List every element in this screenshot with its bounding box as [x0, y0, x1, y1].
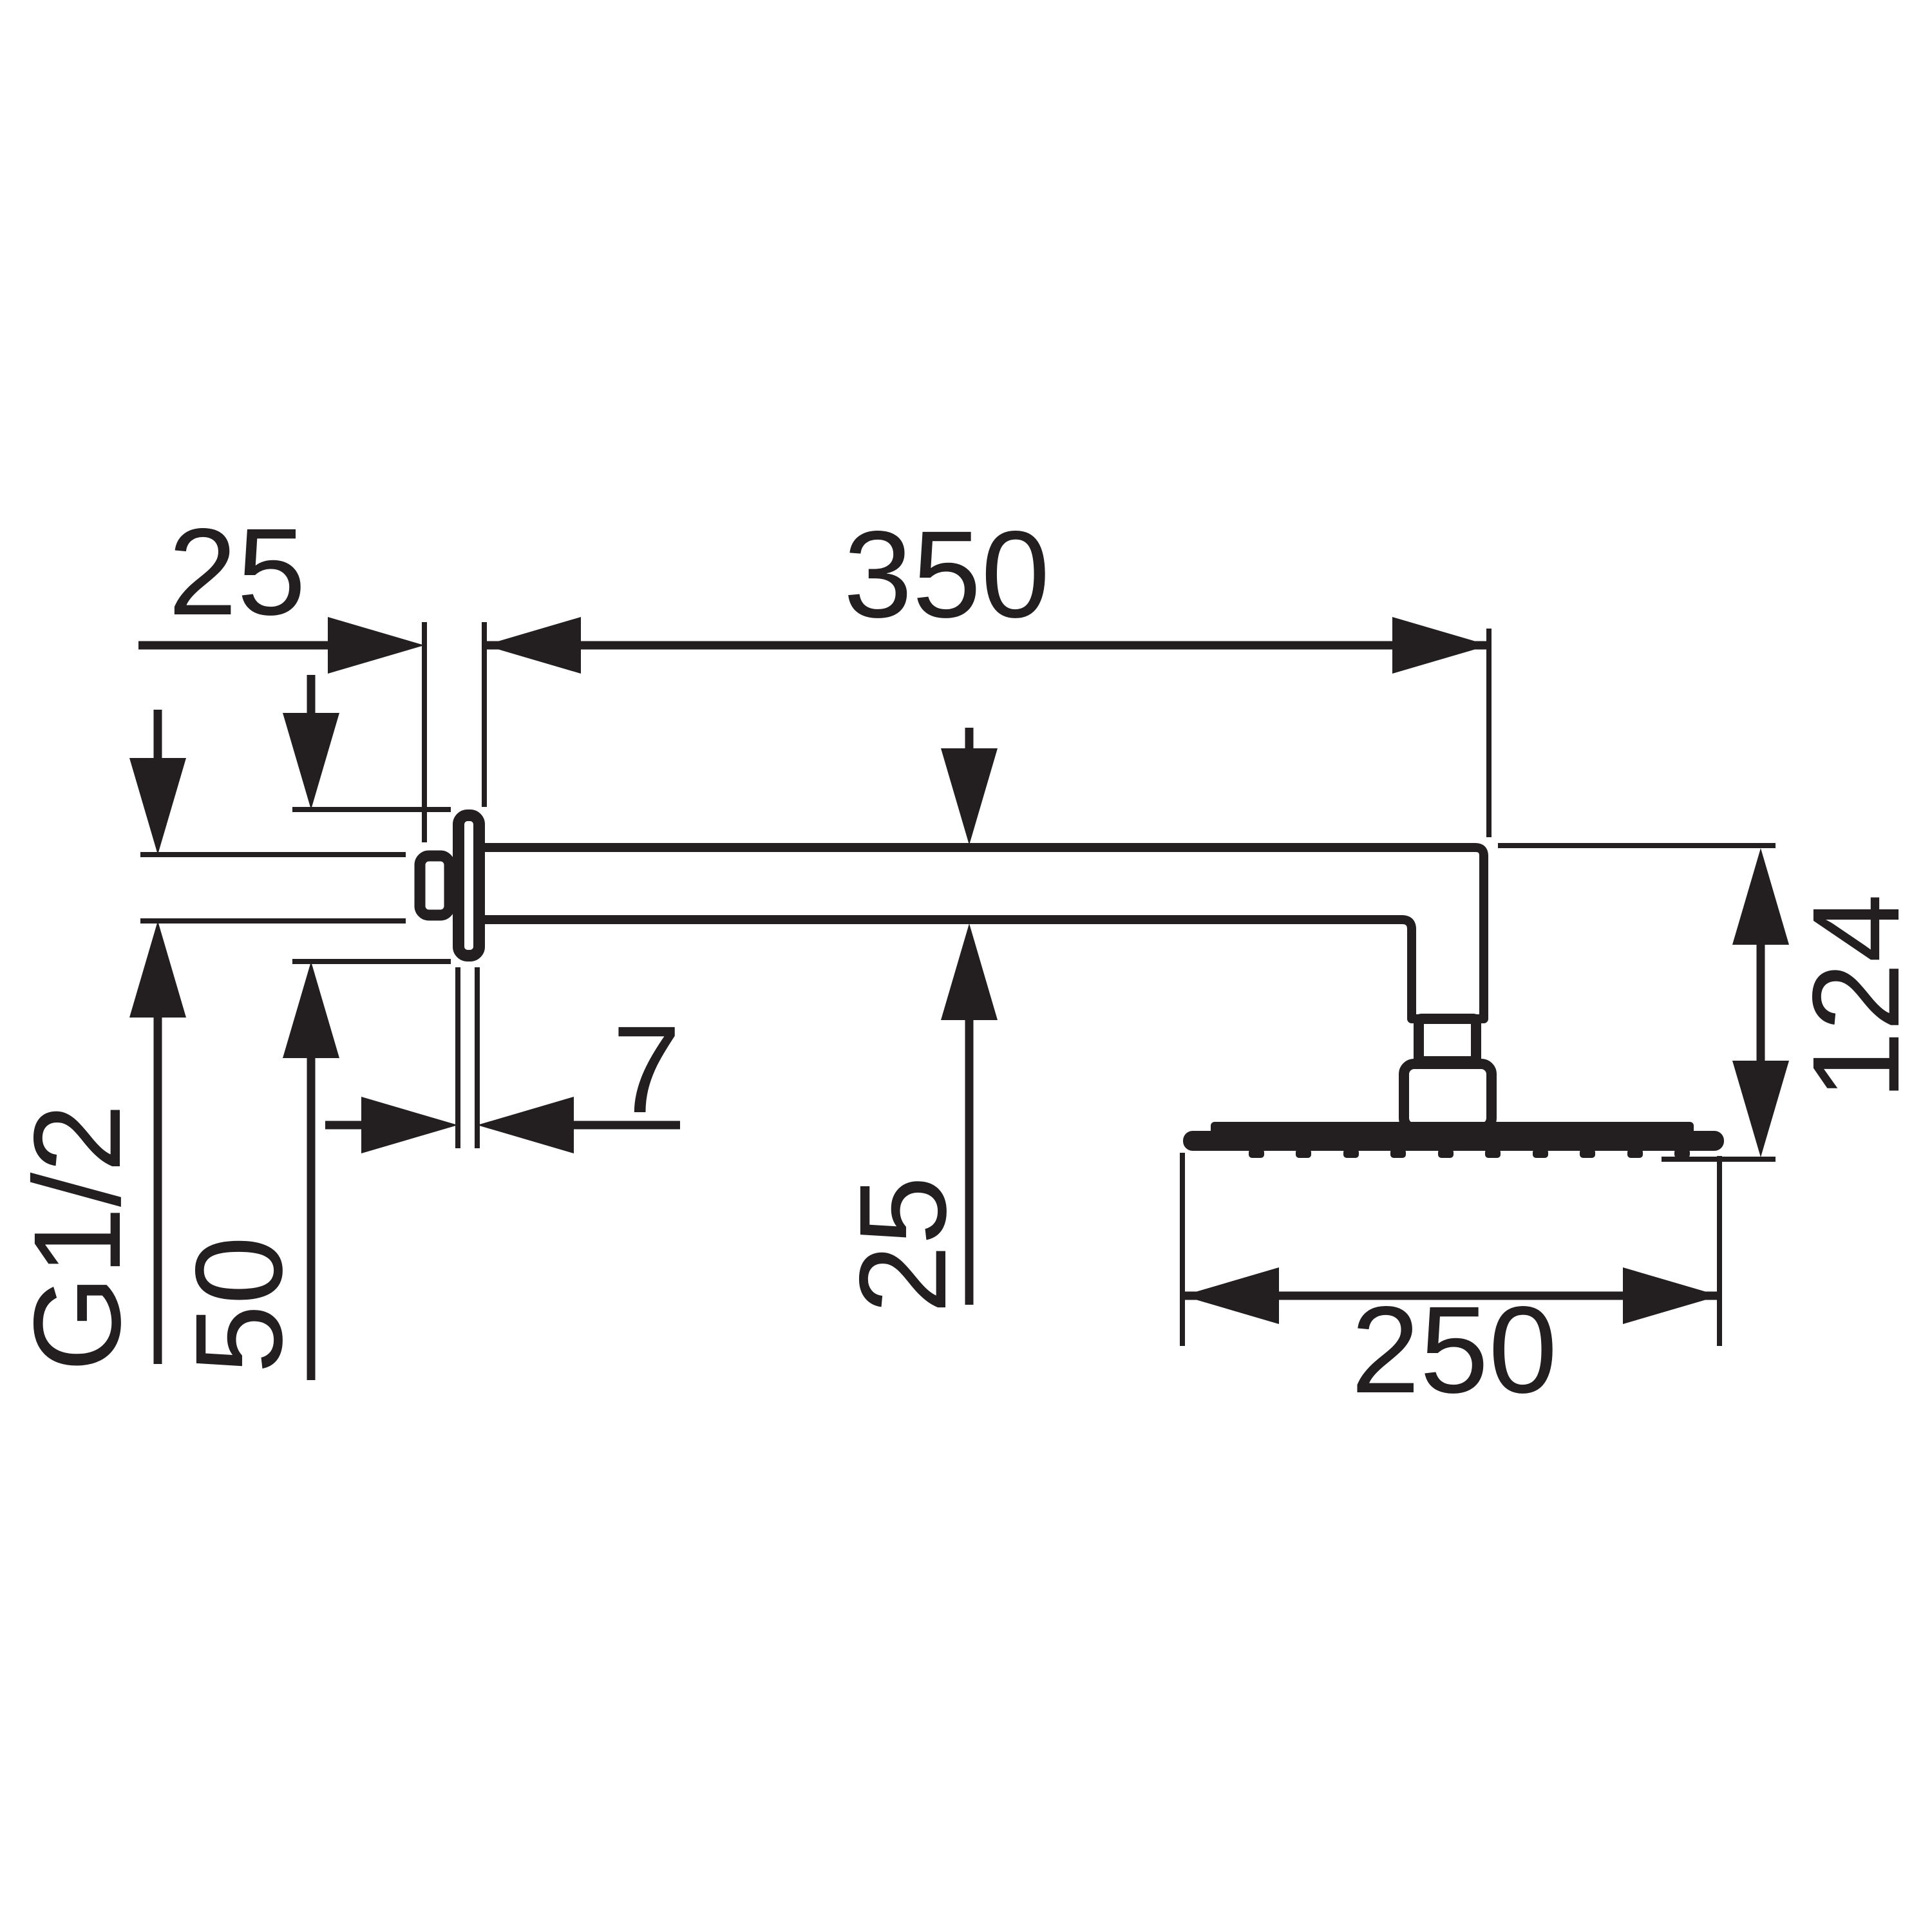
arrowhead-right-icon: [1623, 1267, 1719, 1324]
nozzle: [1580, 1149, 1595, 1158]
arrowhead-up-icon: [1732, 848, 1789, 945]
arrowhead-up-icon: [941, 923, 998, 1020]
nozzle: [1296, 1149, 1311, 1158]
arrowhead-right-icon: [361, 1097, 458, 1153]
dim-arm-length: 350: [484, 505, 1492, 837]
nozzle: [1627, 1149, 1643, 1158]
arrowhead-left-icon: [477, 1097, 574, 1153]
dim-label-flange-thickness: 7: [612, 1000, 681, 1139]
arrowhead-down-icon: [283, 713, 339, 810]
arrowhead-down-icon: [129, 758, 186, 855]
arrowhead-right-icon: [328, 617, 424, 674]
nozzle-row: [1249, 1149, 1690, 1158]
dim-flange-thickness: 7: [325, 967, 681, 1153]
nozzle: [1533, 1149, 1548, 1158]
arrowhead-down-icon: [941, 748, 998, 845]
dim-arm-thickness: 25: [833, 728, 998, 1314]
connector-nut: [1414, 1014, 1481, 1066]
shower-head-plate: [1183, 1131, 1724, 1151]
dim-label-drop-height: 124: [1786, 894, 1925, 1100]
dim-label-arm-length: 350: [844, 505, 1050, 643]
dim-label-wall-offset: 25: [168, 502, 306, 641]
dim-label-head-width: 250: [1351, 1280, 1557, 1419]
arrowhead-right-icon: [1392, 617, 1489, 674]
dim-wall-offset: 25: [138, 502, 487, 842]
dim-label-arm-thickness: 25: [833, 1176, 972, 1314]
nozzle: [1674, 1149, 1690, 1158]
nozzle: [1249, 1149, 1264, 1158]
shower-arm-assembly: [414, 810, 1724, 1158]
arrowhead-down-icon: [1732, 1061, 1789, 1157]
dim-thread: G1/2: [8, 710, 406, 1372]
wall-flange: [453, 810, 485, 961]
swivel-housing: [1399, 1059, 1497, 1133]
nozzle: [1390, 1149, 1406, 1158]
dim-flange-height: 50: [169, 675, 451, 1380]
dim-label-thread: G1/2: [8, 1104, 146, 1372]
dim-label-flange-height: 50: [169, 1236, 308, 1374]
nozzle: [1438, 1149, 1454, 1158]
arrowhead-left-icon: [1182, 1267, 1279, 1324]
dim-head-width: 250: [1180, 1153, 1722, 1419]
nozzle: [1343, 1149, 1359, 1158]
nozzle: [1485, 1149, 1501, 1158]
arrowhead-up-icon: [129, 921, 186, 1018]
arrowhead-up-icon: [283, 961, 339, 1058]
dim-drop-height: 124: [1498, 843, 1925, 1162]
wall-nipple: [414, 850, 455, 921]
arrowhead-left-icon: [484, 617, 581, 674]
